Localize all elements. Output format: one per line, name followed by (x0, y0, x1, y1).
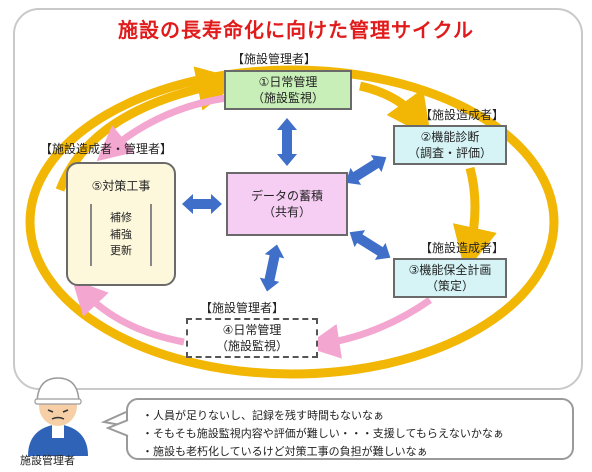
node-line: （共有） (262, 205, 311, 219)
node-preservation-plan: ③機能保全計画 （策定） (393, 258, 507, 298)
role-label-works: 【施設造成者・管理者】 (40, 142, 173, 156)
speech-line: ・施設も老朽化しているけど対策工事の負担が難しいなぁ (142, 445, 428, 458)
node-line: ②機能診断 (420, 129, 480, 144)
works-items: 補修 補強 更新 (90, 204, 152, 267)
link-arrow-left (182, 194, 222, 214)
speech-line: ・そもそも施設監視内容や評価が難しい・・・支援してもらえないかなぁ (142, 427, 504, 440)
node-line: （策定） (425, 279, 474, 293)
node-line: （施設監視） (251, 91, 324, 105)
role-label-daily-bottom: 【施設管理者】 (200, 301, 285, 315)
cycle-arrow-right (452, 166, 497, 272)
works-item: 補修 (110, 211, 132, 225)
return-arrow-lower (71, 279, 185, 346)
facility-manager-figure (28, 377, 127, 456)
link-arrow-top (277, 118, 297, 166)
link-arrow-bottom (259, 244, 285, 292)
role-label-daily-top: 【施設管理者】 (232, 52, 317, 66)
worker-icon (28, 377, 88, 456)
role-label-diagnosis: 【施設造成者】 (420, 108, 505, 122)
node-line: ①日常管理 (258, 74, 318, 89)
works-item: 補強 (110, 227, 132, 241)
node-countermeasure-works: ⑤対策工事 補修 補強 更新 (66, 162, 176, 286)
node-line: データの蓄積 (250, 188, 323, 203)
node-line: （施設監視） (215, 339, 288, 353)
role-label-plan: 【施設造成者】 (420, 241, 505, 255)
node-function-diagnosis: ②機能診断 （調査・評価） (393, 125, 507, 165)
node-line: ③機能保全計画 (408, 262, 492, 277)
speech-line: ・人員が足りないし、記録を残す時間もないなぁ (142, 409, 384, 422)
node-daily-management-bottom: ④日常管理 （施設監視） (186, 318, 318, 358)
link-arrow-plan (349, 230, 391, 260)
link-arrow-diagnosis (345, 155, 387, 185)
link-arrows (182, 118, 391, 292)
return-arrow-upper (96, 94, 227, 162)
node-line: （調査・評価） (407, 146, 492, 160)
works-title: ⑤対策工事 (91, 179, 151, 193)
node-data-accumulation: データの蓄積 （共有） (226, 172, 348, 236)
speech-balloon: ・人員が足りないし、記録を残す時間もないなぁ ・そもそも施設監視内容や評価が難し… (126, 398, 574, 460)
node-daily-management-top: ①日常管理 （施設監視） (224, 70, 352, 110)
person-label: 施設管理者 (20, 454, 75, 467)
speech-tail-cover (106, 419, 130, 437)
cycle-arrow-top (358, 81, 432, 139)
works-item: 更新 (110, 244, 132, 258)
node-line: ④日常管理 (222, 322, 282, 337)
return-arrow-right (304, 297, 433, 359)
diagram-title: 施設の長寿命化に向けた管理サイクル (118, 18, 474, 42)
